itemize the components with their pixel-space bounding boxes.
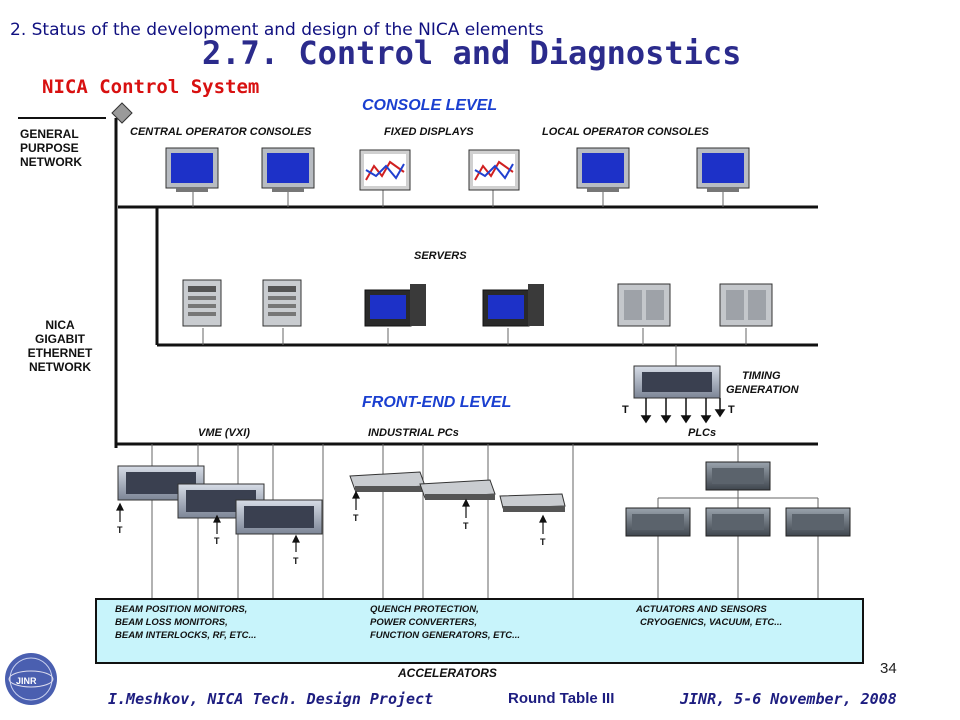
jinr-logo-text: JINR [16,676,37,686]
system-item: POWER CONVERTERS, [370,617,477,628]
footer-event: Round Table III [508,690,615,707]
chart-display-icon [359,149,411,191]
central-consoles-label: CENTRAL OPERATOR CONSOLES [130,126,312,138]
gigabit-network-line: NETWORK [29,360,91,374]
timing-generation-label: TIMING GENERATION [726,369,799,397]
workstation-icon [482,284,544,327]
monitor-icon [696,147,750,192]
t-marker: T [117,525,123,535]
system-item: BEAM INTERLOCKS, RF, ETC... [115,630,257,641]
jinr-logo [5,653,57,705]
t-marker: T [214,536,220,546]
router-icon [111,102,133,124]
general-network-line: NETWORK [20,155,82,169]
plcs-label: PLCs [688,427,717,439]
operator-console-icons [165,147,750,192]
rack-server-icon [262,279,302,327]
accelerator-systems-box [95,598,864,664]
monitor-icon [165,147,219,192]
page-number: 34 [880,660,897,677]
t-marker: T [540,537,546,547]
gigabit-network-line: ETHERNET [27,346,93,360]
plc-icon [625,507,691,537]
system-item: CRYOGENICS, VACUUM, ETC... [640,617,783,628]
page-subtitle: NICA Control System [42,76,260,98]
plc-icon [785,507,851,537]
footer-author: I.Meshkov, NICA Tech. Design Project [108,690,434,708]
plc-icon [705,461,771,491]
gigabit-network-label: NICA GIGABIT ETHERNET NETWORK [20,318,100,374]
system-item: QUENCH PROTECTION, [370,604,479,615]
timing-arrows [640,398,726,424]
section-header: 2. Status of the development and design … [10,20,544,40]
server-icons [182,279,773,327]
industrial-pcs-label: INDUSTRIAL PCs [368,427,459,439]
accelerators-label: ACCELERATORS [398,666,497,680]
system-item: BEAM LOSS MONITORS, [115,617,228,628]
console-level-label: CONSOLE LEVEL [362,97,498,114]
system-item: BEAM POSITION MONITORS, [115,604,248,615]
footer-date: JINR, 5-6 November, 2008 [680,690,897,708]
industrial-pc-icons [349,471,566,512]
general-network-line: PURPOSE [20,141,79,155]
t-marker: T [622,404,629,416]
system-item: FUNCTION GENERATORS, ETC... [370,630,521,641]
gigabit-network-line: NICA [45,318,75,332]
general-network-line: GENERAL [20,127,79,141]
timing-line: TIMING [742,370,781,382]
network-lines [18,117,818,448]
tower-server-icon [617,283,671,327]
vme-crate-icon [235,499,323,535]
system-item: ACTUATORS AND SENSORS [636,604,767,615]
timing-line: GENERATION [726,384,799,396]
power-systems-list: QUENCH PROTECTION, POWER CONVERTERS, FUN… [370,603,520,642]
monitor-icon [261,147,315,192]
page-title: 2.7. Control and Diagnostics [202,34,742,72]
workstation-icon [364,284,426,327]
trigger-arrows [116,490,547,552]
general-network-label: GENERAL PURPOSE NETWORK [20,127,82,169]
plc-icon [705,507,771,537]
t-marker: T [728,404,735,416]
t-marker: T [463,521,469,531]
t-marker: T [353,513,359,523]
industrial-pc-icon [349,471,426,492]
monitor-icon [576,147,630,192]
tower-server-icon [719,283,773,327]
vme-crate-icons [117,465,323,535]
local-consoles-label: LOCAL OPERATOR CONSOLES [542,126,709,138]
gigabit-network-line: GIGABIT [35,332,85,346]
industrial-pc-icon [419,479,496,500]
t-marker: T [293,556,299,566]
diagnostics-systems-list: BEAM POSITION MONITORS, BEAM LOSS MONITO… [115,603,256,642]
fixed-displays-label: FIXED DISPLAYS [384,126,474,138]
timing-crate-icon [633,365,721,399]
technology-systems-list: ACTUATORS AND SENSORS CRYOGENICS, VACUUM… [636,603,782,629]
chart-display-icon [468,149,520,191]
rack-server-icon [182,279,222,327]
vme-label: VME (VXI) [198,427,250,439]
servers-label: SERVERS [414,250,467,262]
front-end-level-label: FRONT-END LEVEL [362,394,512,411]
plc-icons [625,461,851,537]
industrial-pc-icon [499,493,566,512]
fixed-display-icons [359,149,520,191]
